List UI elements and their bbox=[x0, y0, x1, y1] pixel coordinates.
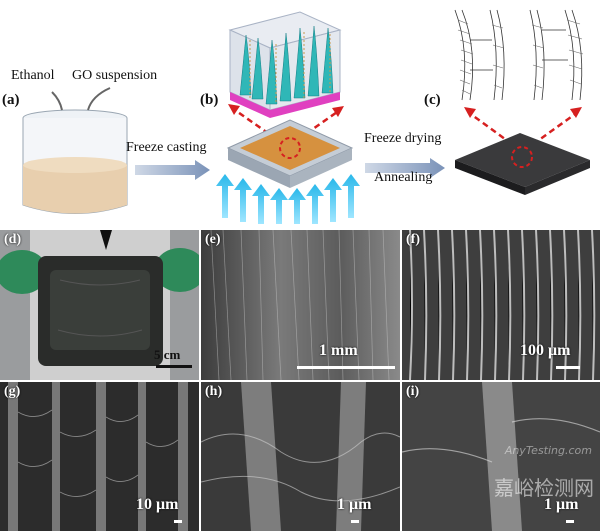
sem-h-texture bbox=[201, 382, 400, 531]
sem-g-texture bbox=[8, 382, 188, 531]
panel-i: (i) 嘉峪检测网 AnyTesting.com 1 μm bbox=[402, 382, 600, 531]
annealing-text: Annealing bbox=[374, 170, 433, 185]
panel-h: (h) 1 μm bbox=[201, 382, 400, 531]
panel-e-label: (e) bbox=[205, 232, 221, 247]
ethanol-text: Ethanol bbox=[11, 68, 55, 83]
graphene-aerogel-slab bbox=[455, 133, 590, 195]
panel-f: (f) 100 μm bbox=[402, 230, 600, 380]
panel-h-label: (h) bbox=[205, 384, 223, 399]
label-a: (a) bbox=[2, 92, 20, 108]
go-suspension-text: GO suspension bbox=[72, 68, 158, 83]
porous-structure bbox=[454, 9, 584, 101]
pillar-array bbox=[228, 11, 342, 118]
photo-d-graphics bbox=[0, 230, 199, 380]
freeze-drying-text: Freeze drying bbox=[364, 131, 442, 146]
panel-e-scalebar bbox=[297, 366, 395, 369]
panel-h-scale: 1 μm bbox=[337, 496, 372, 513]
sem-f-texture bbox=[409, 230, 596, 380]
watermark-en: AnyTesting.com bbox=[504, 444, 592, 457]
panel-f-scale: 100 μm bbox=[520, 342, 571, 359]
panel-g-scale: 10 μm bbox=[136, 496, 179, 513]
panel-d-scalebar bbox=[156, 365, 192, 368]
watermark-cn: 嘉峪检测网 bbox=[494, 476, 594, 500]
panel-h-scalebar bbox=[351, 520, 359, 523]
sem-e-texture bbox=[210, 230, 390, 380]
freeze-casting-text: Freeze casting bbox=[126, 140, 207, 155]
panel-f-scalebar bbox=[556, 366, 580, 369]
panel-g-label: (g) bbox=[4, 384, 21, 399]
arrow-freeze-casting bbox=[135, 160, 210, 180]
label-c: (c) bbox=[424, 92, 441, 108]
arrow-freeze-drying bbox=[365, 158, 445, 178]
panel-g-scalebar bbox=[174, 520, 182, 523]
panel-e-scale: 1 mm bbox=[319, 342, 358, 359]
panel-i-label: (i) bbox=[406, 384, 420, 399]
mold bbox=[226, 119, 354, 188]
panel-g: (g) 10 μm bbox=[0, 382, 199, 531]
panel-d: (d) 5 cm bbox=[0, 230, 199, 380]
panel-e: (e) 1 mm bbox=[201, 230, 400, 380]
panel-i-scalebar bbox=[566, 520, 574, 523]
panel-f-label: (f) bbox=[406, 232, 420, 247]
schematic-graphics bbox=[22, 9, 590, 224]
sem-i-texture bbox=[402, 382, 600, 531]
beaker bbox=[22, 87, 128, 214]
panel-i-scale: 1 μm bbox=[544, 496, 579, 513]
panel-d-scale: 5 cm bbox=[154, 347, 181, 362]
panel-d-label: (d) bbox=[4, 232, 22, 247]
label-b: (b) bbox=[200, 92, 219, 108]
cold-arrows bbox=[216, 174, 360, 224]
